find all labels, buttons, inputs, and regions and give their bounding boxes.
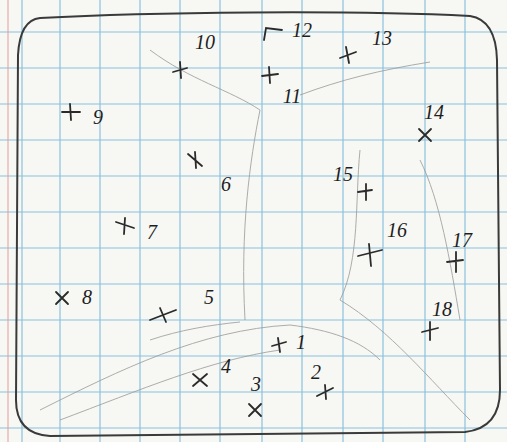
callout-number: 4 [221,356,231,376]
callout-number: 10 [195,32,215,52]
callout-number: 9 [93,107,103,127]
callout-number: 14 [424,102,444,122]
callout-number: 12 [292,20,312,40]
callout-number: 8 [82,287,92,307]
callout-number: 15 [333,164,353,184]
callout-number: 13 [372,28,392,48]
callout-number: 1 [296,332,306,352]
callout-number: 7 [147,222,157,242]
callout-number: 2 [311,362,321,382]
callout-number: 3 [251,374,261,394]
callout-number: 6 [221,174,231,194]
callout-number: 18 [432,299,452,319]
callout-number: 5 [204,287,214,307]
callout-number: 16 [387,220,407,240]
callout-number: 17 [452,230,472,250]
callout-number: 11 [283,86,302,106]
